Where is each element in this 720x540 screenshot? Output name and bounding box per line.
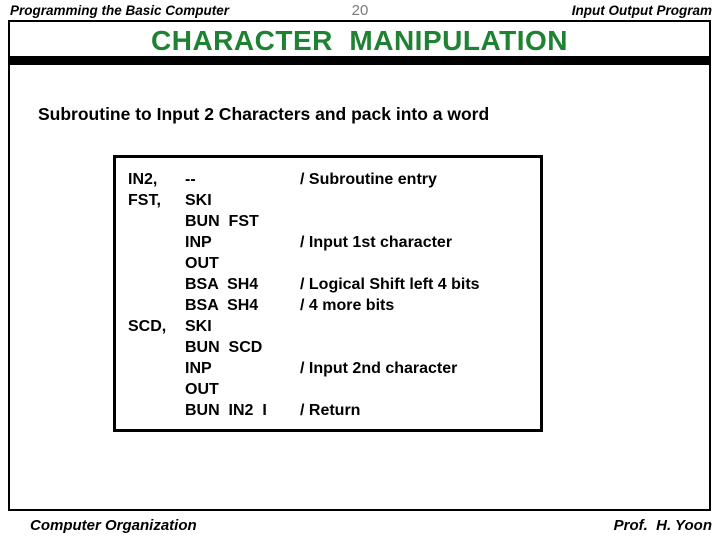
code-comment: / Input 1st character <box>300 234 453 251</box>
code-instruction: INP <box>185 360 212 377</box>
code-instruction: BSA SH4 <box>185 297 259 314</box>
code-comment: / Subroutine entry <box>300 171 437 188</box>
code-comment: / Return <box>300 402 361 419</box>
code-label <box>128 274 185 295</box>
code-label: SCD, <box>128 318 167 335</box>
code-line: BUN SCD <box>128 337 540 358</box>
code-instruction: SKI <box>185 192 212 209</box>
code-line: IN2, -- / Subroutine entry <box>128 169 540 190</box>
footer-course-name: Computer Organization <box>30 517 197 534</box>
code-line: OUT <box>128 253 540 274</box>
code-instruction: -- <box>185 171 196 188</box>
code-line: FST, SKI <box>128 190 540 211</box>
code-label <box>128 358 185 379</box>
code-label <box>128 211 185 232</box>
code-instruction: INP <box>185 234 212 251</box>
code-line: BUN IN2 I / Return <box>128 400 540 421</box>
code-instruction: OUT <box>185 381 219 398</box>
code-comment: / Logical Shift left 4 bits <box>300 276 480 293</box>
code-line: BSA SH4 / 4 more bits <box>128 295 540 316</box>
code-line: BSA SH4 / Logical Shift left 4 bits <box>128 274 540 295</box>
code-instruction: BUN IN2 I <box>185 402 267 419</box>
code-instruction: SKI <box>185 318 212 335</box>
code-label <box>128 253 185 274</box>
code-label <box>128 400 185 421</box>
code-label <box>128 295 185 316</box>
code-line: INP / Input 2nd character <box>128 358 540 379</box>
title-divider-bar <box>10 56 709 65</box>
code-line: BUN FST <box>128 211 540 232</box>
code-label: IN2, <box>128 171 158 188</box>
slide-title: CHARACTER MANIPULATION <box>151 25 568 56</box>
code-instruction: OUT <box>185 255 219 272</box>
code-line: SCD, SKI <box>128 316 540 337</box>
code-comment: / 4 more bits <box>300 297 395 314</box>
code-instruction: BUN SCD <box>185 339 263 356</box>
code-comment: / Input 2nd character <box>300 360 458 377</box>
header-course-label: Programming the Basic Computer <box>10 3 230 18</box>
code-label <box>128 379 185 400</box>
header-section-label: Input Output Program <box>571 3 712 18</box>
footer-author: Prof. H. Yoon <box>613 517 712 534</box>
code-instruction: BUN FST <box>185 213 259 230</box>
code-line: INP / Input 1st character <box>128 232 540 253</box>
code-instruction: BSA SH4 <box>185 276 259 293</box>
code-label: FST, <box>128 192 161 209</box>
subtitle: Subroutine to Input 2 Characters and pac… <box>38 104 490 124</box>
page-number: 20 <box>351 2 369 19</box>
code-label <box>128 337 185 358</box>
code-label <box>128 232 185 253</box>
code-line: OUT <box>128 379 540 400</box>
